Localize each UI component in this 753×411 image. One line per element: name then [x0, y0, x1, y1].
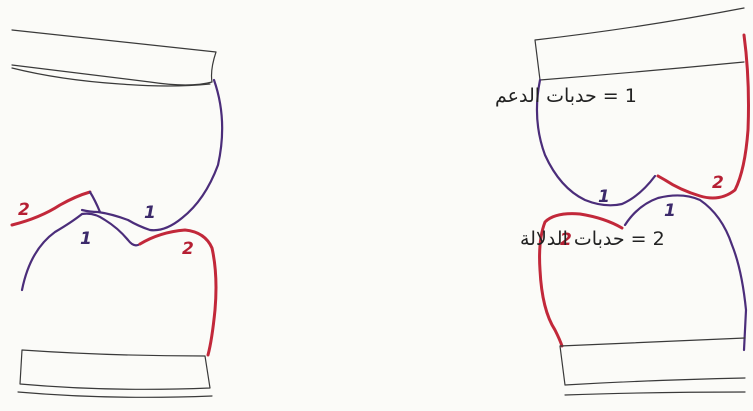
right-lower-label-support: 1	[664, 201, 676, 221]
left-lower-label-support: 1	[80, 229, 92, 249]
right-upper-guiding-cusp	[658, 35, 749, 198]
left-upper-label-guiding: 2	[182, 239, 194, 259]
right-upper-label-guiding: 2	[712, 173, 724, 193]
right-upper-crown-band	[535, 8, 744, 80]
left-lower-guiding-cusp	[140, 230, 216, 355]
left-upper-label-support: 1	[144, 203, 156, 223]
legend-guiding-cusps: 2 = حدبات الدلالة	[520, 228, 665, 250]
left-lower-root-band	[18, 350, 212, 397]
right-lower-support-cusp-outline	[625, 195, 746, 350]
left-tooth-pair	[12, 30, 222, 397]
left-lower-label-guiding: 2	[18, 200, 30, 220]
left-upper-cusp-tip	[90, 192, 100, 212]
left-upper-crown-band	[12, 30, 216, 85]
right-upper-label-support: 1	[598, 187, 610, 207]
left-lower-support-cusp-outline	[22, 214, 140, 290]
legend-support-cusps: 1 = حدبات الدعم	[495, 85, 637, 107]
right-lower-root-band	[560, 338, 745, 395]
right-tooth-pair	[535, 8, 749, 395]
